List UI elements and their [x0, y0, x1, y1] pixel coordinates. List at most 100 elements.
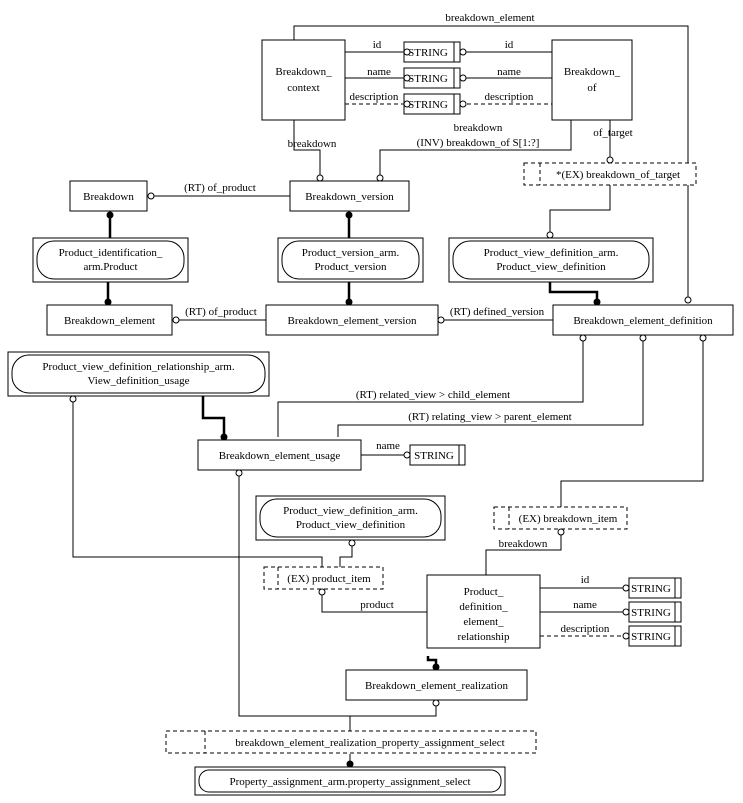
- open-circle-marker: [403, 100, 411, 108]
- open-circle-marker: [639, 334, 647, 342]
- filled-circle-marker: [593, 298, 601, 306]
- pder-label-line1: Product_: [464, 586, 504, 598]
- open-circle-marker: [622, 608, 630, 616]
- pvd-top-external: Product_view_definition_arm. Product_vie…: [448, 237, 654, 283]
- product-version-external: Product_version_arm. Product_version: [277, 237, 424, 283]
- of-breakdown-label: breakdown: [454, 122, 503, 134]
- relating-view-line: [337, 338, 644, 437]
- pvd-middle-external: Product_view_definition_arm. Product_vie…: [255, 495, 446, 541]
- open-circle-marker: [579, 334, 587, 342]
- usage-subtype-line: [201, 392, 226, 437]
- version-of-product-label: (RT) of_product: [184, 182, 256, 194]
- pvdr-to-product-item-line: [72, 397, 323, 567]
- rel-description-label: description: [561, 623, 610, 635]
- open-circle-marker: [622, 584, 630, 592]
- breakdown-element-entity: Breakdown_element: [46, 304, 173, 336]
- string-type-ctx-description: STRING: [403, 93, 461, 115]
- breakdown-element-relation-label: breakdown_element: [445, 12, 534, 24]
- connector-circles: [69, 48, 707, 768]
- open-circle-marker: [318, 588, 326, 596]
- string-type-rel-name: STRING: [628, 601, 682, 623]
- string-type-usage-name: STRING: [409, 444, 466, 466]
- product-version-label-line1: Product_version_arm.: [302, 247, 400, 259]
- breakdown-of-entity: Breakdown_ of: [551, 39, 633, 121]
- realization-to-select-line: [350, 700, 437, 717]
- open-circle-marker: [147, 192, 155, 200]
- open-circle-marker: [699, 334, 707, 342]
- open-circle-marker: [403, 74, 411, 82]
- item-breakdown-label: breakdown: [499, 538, 548, 550]
- filled-circle-marker: [345, 298, 353, 306]
- string-type-label: STRING: [408, 99, 448, 111]
- breakdown-element-definition-label: Breakdown_element_definition: [573, 315, 713, 327]
- pvd-middle-label-line2: Product_view_definition: [296, 519, 406, 531]
- pder-label-line4: relationship: [458, 631, 510, 643]
- target-select-line: [549, 185, 611, 238]
- pvd-top-label-line2: Product_view_definition: [496, 261, 606, 273]
- open-circle-marker: [235, 469, 243, 477]
- filled-circle-marker: [346, 760, 354, 768]
- open-circle-marker: [437, 316, 445, 324]
- product-definition-element-relationship-entity: Product_ definition_ element_ relationsh…: [426, 574, 541, 649]
- usage-name-label: name: [376, 440, 400, 452]
- open-circle-marker: [546, 231, 554, 239]
- breakdown-element-realization-entity: Breakdown_element_realization: [345, 669, 528, 701]
- pvd-relationship-label-line2: View_definition_usage: [88, 375, 190, 387]
- open-circle-marker: [348, 539, 356, 547]
- realization-property-select: breakdown_element_realization_property_a…: [165, 730, 537, 754]
- property-assignment-select-external: Property_assignment_arm.property_assignm…: [194, 766, 506, 796]
- breakdown-of-label-line2: of: [587, 82, 597, 94]
- ctx-id-label: id: [373, 39, 382, 51]
- usage-to-select-line: [238, 470, 351, 731]
- pvd-middle-label-line1: Product_view_definition_arm.: [283, 505, 418, 517]
- string-type-label: STRING: [408, 73, 448, 85]
- open-circle-marker: [459, 48, 467, 56]
- rel-id-label: id: [581, 574, 590, 586]
- definition-subtype-line: [548, 282, 599, 300]
- breakdown-entity: Breakdown: [69, 180, 148, 212]
- string-type-label: STRING: [631, 607, 671, 619]
- open-circle-marker: [606, 156, 614, 164]
- ctx-name-label: name: [367, 66, 391, 78]
- string-type-label: STRING: [408, 47, 448, 59]
- of-description-label: description: [485, 91, 534, 103]
- breakdown-element-version-label: Breakdown_element_version: [288, 315, 417, 327]
- open-circle-marker: [684, 296, 692, 304]
- breakdown-context-entity: Breakdown_ context: [261, 39, 346, 121]
- breakdown-version-label: Breakdown_version: [305, 191, 394, 203]
- open-circle-marker: [403, 48, 411, 56]
- breakdown-element-loop-line: [293, 25, 689, 297]
- string-type-rel-description: STRING: [628, 625, 682, 647]
- item-product-label: product: [360, 599, 394, 611]
- related-view-label: (RT) related_view > child_element: [356, 389, 510, 401]
- realization-property-select-label: breakdown_element_realization_property_a…: [235, 737, 504, 749]
- breakdown-item-select: (EX) breakdown_item: [493, 506, 628, 530]
- product-identification-label-line1: Product_identification_: [59, 247, 163, 259]
- filled-circle-marker: [220, 433, 228, 441]
- ctx-breakdown-label: breakdown: [288, 138, 337, 150]
- filled-circle-marker: [345, 211, 353, 219]
- item-breakdown-line: [485, 530, 562, 575]
- breakdown-element-version-entity: Breakdown_element_version: [265, 304, 439, 336]
- string-type-ctx-id: STRING: [403, 41, 461, 63]
- open-circle-marker: [376, 174, 384, 182]
- breakdown-element-realization-label: Breakdown_element_realization: [365, 680, 508, 692]
- open-circle-marker: [69, 395, 77, 403]
- ctx-breakdown-line: [293, 120, 321, 180]
- breakdown-context-label-line2: context: [287, 82, 319, 94]
- breakdown-of-target-select: *(EX) breakdown_of_target: [523, 162, 697, 186]
- breakdown-element-label: Breakdown_element: [64, 315, 155, 327]
- rel-name-label: name: [573, 599, 597, 611]
- product-identification-external: Product_identification_ arm.Product: [32, 237, 189, 283]
- breakdown-context-label-line1: Breakdown_: [275, 66, 332, 78]
- breakdown-item-label: (EX) breakdown_item: [519, 513, 618, 525]
- filled-circle-marker: [106, 211, 114, 219]
- pvd-relationship-external: Product_view_definition_relationship_arm…: [7, 351, 270, 397]
- pvd-middle-to-product-item-line: [339, 541, 353, 567]
- open-circle-marker: [403, 451, 411, 459]
- property-assignment-select-label: Property_assignment_arm.property_assignm…: [229, 776, 470, 788]
- breakdown-element-definition-entity: Breakdown_element_definition: [552, 304, 734, 336]
- breakdown-element-usage-entity: Breakdown_element_usage: [197, 439, 362, 471]
- relation-labels: breakdown_element id name description id…: [184, 12, 633, 635]
- product-version-label-line2: Product_version: [314, 261, 387, 273]
